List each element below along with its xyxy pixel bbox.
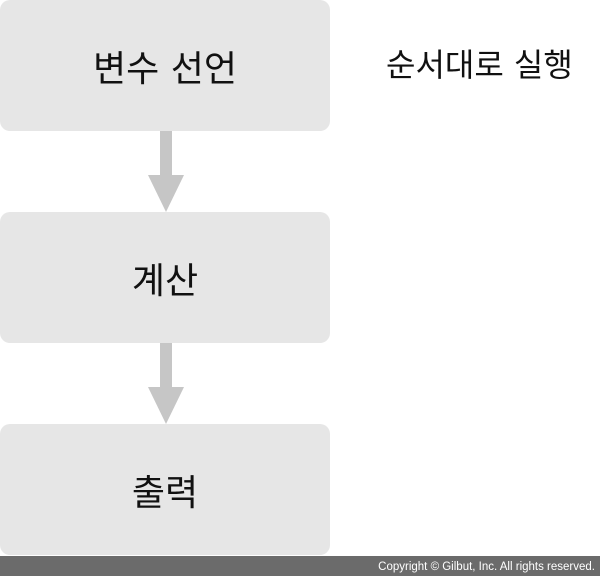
step-label: 출력 (131, 472, 199, 514)
copyright-footer: Copyright © Gilbut, Inc. All rights rese… (0, 556, 600, 576)
step-label: 계산 (131, 260, 199, 302)
down-arrow-icon (148, 131, 184, 212)
step-calculation: 계산 (0, 212, 330, 343)
step-variable-declaration: 변수 선언 (0, 0, 330, 131)
sequential-execution-note: 순서대로 실행 (386, 46, 573, 84)
down-arrow-icon (148, 343, 184, 424)
step-output: 출력 (0, 424, 330, 555)
step-label: 변수 선언 (93, 48, 237, 90)
